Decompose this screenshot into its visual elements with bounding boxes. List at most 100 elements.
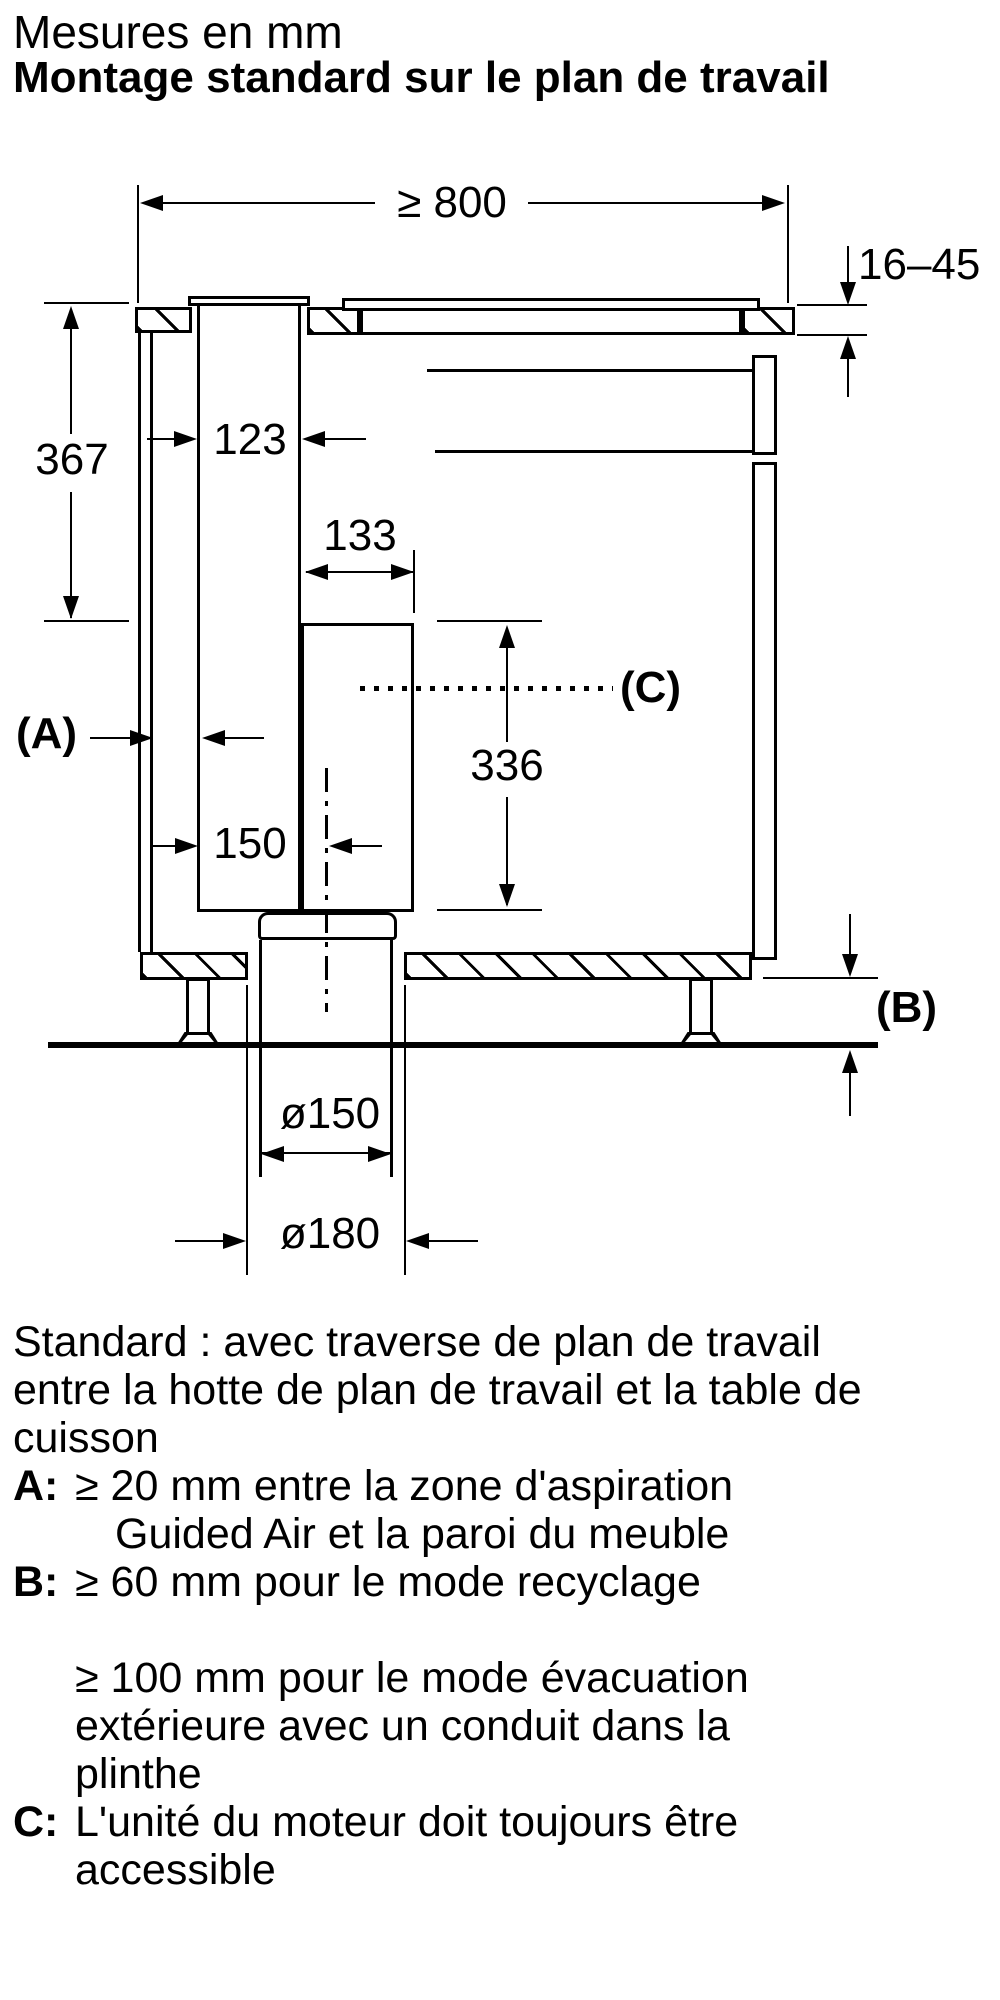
worktop-hatch-right bbox=[742, 307, 795, 335]
note-intro-line1: Standard : avec traverse de plan de trav… bbox=[13, 1318, 821, 1366]
dim-367-stem-bottom bbox=[70, 492, 72, 618]
note-a-line1: ≥ 20 mm entre la zone d'aspiration bbox=[75, 1462, 734, 1510]
cabinet-foot-right-inner bbox=[685, 1035, 717, 1042]
dim-label-800: ≥ 800 bbox=[397, 178, 507, 227]
callout-b-ext-line bbox=[763, 977, 878, 979]
worktop-hatch-mid bbox=[307, 307, 360, 335]
hob-glass-plate bbox=[342, 298, 760, 311]
dim-367-stem-top bbox=[70, 309, 72, 434]
dim-336-stem-bottom bbox=[506, 797, 508, 905]
note-b-key: B: bbox=[13, 1558, 59, 1606]
dim-label-d180: ø180 bbox=[279, 1209, 381, 1258]
arrow-down-icon bbox=[840, 282, 856, 305]
hob-body-line-bottom bbox=[435, 450, 752, 453]
dim-label-16-45: 16–45 bbox=[858, 240, 981, 289]
dim-label-367: 367 bbox=[35, 435, 109, 484]
dim-d180-stem-left bbox=[175, 1240, 225, 1242]
dim-336-ext-top bbox=[437, 620, 542, 622]
note-b-line1: ≥ 60 mm pour le mode recyclage bbox=[75, 1558, 701, 1606]
dim-150-stem-right bbox=[351, 845, 382, 847]
worktop-band bbox=[360, 307, 742, 335]
cabinet-left-wall-inner bbox=[150, 333, 153, 952]
pipe-right-wall bbox=[390, 940, 393, 1177]
dim-336-ext-bottom bbox=[437, 909, 542, 911]
dim-123-stem-left bbox=[147, 438, 177, 440]
cabinet-bottom-panel-left bbox=[140, 952, 248, 980]
note-b-line4: plinthe bbox=[75, 1750, 202, 1798]
duct-top-cap bbox=[188, 296, 310, 306]
dim-367-ext-bottom bbox=[44, 620, 129, 622]
dim-d180-stem-right bbox=[428, 1240, 478, 1242]
dim-180-ext-right bbox=[404, 985, 406, 1275]
dim-label-336: 336 bbox=[470, 741, 544, 790]
dim-800-ext-right bbox=[787, 185, 789, 303]
dim-label-150: 150 bbox=[213, 819, 287, 868]
worktop-hatch-left bbox=[135, 307, 192, 333]
hob-body-line-top bbox=[427, 369, 752, 372]
callout-c-label: (C) bbox=[620, 663, 682, 712]
arrow-left-icon bbox=[261, 1146, 284, 1162]
arrow-right-icon bbox=[175, 838, 198, 854]
dim-800-ext-left bbox=[137, 185, 139, 303]
cabinet-left-wall-outer bbox=[138, 333, 141, 952]
arrow-right-icon bbox=[391, 564, 414, 580]
cabinet-foot-left-inner bbox=[182, 1035, 214, 1042]
callout-c-dotted-line bbox=[360, 686, 613, 691]
arrow-right-icon bbox=[223, 1233, 246, 1249]
units-note: Mesures en mm bbox=[13, 6, 343, 58]
arrow-left-icon bbox=[305, 564, 328, 580]
page-title: Montage standard sur le plan de travail bbox=[13, 53, 830, 102]
callout-b-label: (B) bbox=[876, 983, 938, 1032]
arrow-down-icon bbox=[842, 954, 858, 977]
dim-1645-ext-top bbox=[797, 304, 867, 306]
cabinet-leg-right bbox=[689, 978, 713, 1036]
note-b-line2: ≥ 100 mm pour le mode évacuation bbox=[75, 1654, 749, 1702]
dim-1645-stem-bottom bbox=[847, 359, 849, 397]
dim-800-line-left bbox=[150, 202, 375, 204]
callout-a-label: (A) bbox=[16, 709, 78, 758]
dim-label-133: 133 bbox=[323, 511, 397, 560]
callout-a-stem-right bbox=[224, 737, 264, 739]
pipe-center-axis bbox=[325, 768, 328, 1012]
duct-bottom-line bbox=[197, 909, 301, 912]
note-intro-line2: entre la hotte de plan de travail et la … bbox=[13, 1366, 862, 1414]
arrow-right-icon bbox=[174, 431, 197, 447]
cabinet-right-wall bbox=[752, 462, 777, 960]
dim-123-stem-right bbox=[324, 438, 366, 440]
callout-b-stem-bottom bbox=[849, 1071, 851, 1116]
dim-133-ext-right bbox=[413, 550, 415, 613]
dim-1645-stem-top bbox=[847, 246, 849, 284]
arrow-down-icon bbox=[63, 596, 79, 619]
callout-a-stem-left bbox=[90, 737, 132, 739]
dim-d150-line bbox=[262, 1152, 390, 1154]
dim-367-ext-top bbox=[44, 302, 129, 304]
note-c-line1: L'unité du moteur doit toujours être bbox=[75, 1798, 739, 1846]
duct-right-wall bbox=[298, 305, 301, 912]
cabinet-leg-left bbox=[186, 978, 210, 1036]
arrow-left-icon bbox=[329, 838, 352, 854]
dim-180-ext-left bbox=[246, 985, 248, 1275]
arrow-left-icon bbox=[302, 431, 325, 447]
arrow-up-icon bbox=[63, 306, 79, 329]
arrow-right-icon bbox=[368, 1146, 391, 1162]
arrow-right-icon bbox=[130, 730, 153, 746]
motor-unit-box bbox=[301, 623, 414, 912]
dim-800-line-right bbox=[528, 202, 777, 204]
note-c-key: C: bbox=[13, 1798, 59, 1846]
note-intro-line3: cuisson bbox=[13, 1414, 159, 1462]
worktop-traverse bbox=[752, 355, 777, 455]
dim-1645-ext-bottom bbox=[797, 334, 867, 336]
dim-label-123: 123 bbox=[213, 415, 287, 464]
note-a-key: A: bbox=[13, 1462, 59, 1510]
arrow-left-icon bbox=[406, 1233, 429, 1249]
floor-line bbox=[48, 1042, 878, 1048]
arrow-up-icon bbox=[840, 336, 856, 359]
arrow-up-icon bbox=[499, 625, 515, 648]
pipe-left-wall bbox=[259, 940, 262, 1177]
arrow-up-icon bbox=[842, 1050, 858, 1073]
callout-b-stem-top bbox=[849, 914, 851, 956]
cabinet-bottom-panel-right bbox=[404, 952, 752, 980]
note-a-line2: Guided Air et la paroi du meuble bbox=[115, 1510, 730, 1558]
note-b-line3: extérieure avec un conduit dans la bbox=[75, 1702, 730, 1750]
